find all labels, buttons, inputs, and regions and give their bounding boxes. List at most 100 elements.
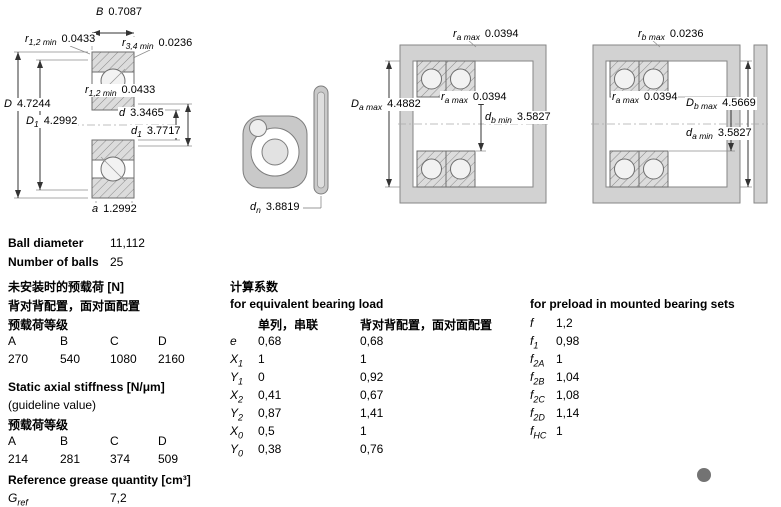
stiffness-value-D: 509	[158, 452, 179, 466]
dim-val: 0.7087	[108, 6, 142, 18]
preload-unmounted-title: 未安装时的预载荷 [N]	[8, 278, 226, 294]
factor-value: 1,2	[556, 316, 573, 330]
ball-diameter-row: Ball diameter 11,112	[8, 236, 226, 252]
calc-title: 计算系数	[230, 278, 520, 294]
section-title: 计算系数	[230, 280, 279, 294]
sym-sub: HC	[533, 430, 547, 441]
dim-sym: d	[686, 127, 693, 139]
dim-sub: 1,2 min	[88, 88, 117, 99]
preload-mounted-title: for preload in mounted bearing sets	[530, 297, 760, 313]
sym-sub: 1	[238, 376, 244, 387]
factor-symbol: fHC	[530, 424, 546, 440]
dim-sub: 3,4 min	[125, 41, 154, 52]
sym-sub: 1	[533, 340, 539, 351]
calc-factors-column: 计算系数 for equivalent bearing load 单列，串联 背…	[230, 228, 520, 502]
factor-value-1: 0,68	[258, 334, 282, 348]
dim-sym: r	[85, 84, 89, 96]
dim-sym: D	[26, 115, 34, 127]
dim-sub: a max	[456, 32, 480, 43]
section-subtitle: for equivalent bearing load	[230, 297, 384, 311]
ball-diameter-value: 11,112	[110, 236, 145, 250]
factor-symbol: Y1	[230, 370, 243, 386]
dim-val: 3.8819	[265, 201, 300, 213]
section-title: Static axial stiffness [N/μm]	[8, 380, 165, 394]
class-label: 预载荷等级	[8, 318, 69, 332]
sym-sub: 2B	[533, 376, 545, 387]
col-header-D: D	[158, 434, 167, 448]
dim-sub: a max	[444, 95, 468, 106]
sym: X	[230, 424, 239, 438]
preload-value-D: 2160	[158, 352, 185, 366]
factor-value-2: 1	[360, 424, 367, 438]
factor-value-1: 0	[258, 370, 265, 384]
sym: f	[530, 334, 534, 348]
dim-sym: r	[612, 91, 616, 103]
left-column: Ball diameter 11,112 Number of balls 25 …	[8, 228, 226, 507]
factor-symbol: X0	[230, 424, 243, 440]
factor-value-2: 0,67	[360, 388, 384, 402]
data-tables-area: Ball diameter 11,112 Number of balls 25 …	[0, 228, 781, 507]
stiffness-value-B: 281	[60, 452, 81, 466]
sym-sub: 0	[238, 448, 244, 459]
col-header-B: B	[60, 334, 69, 348]
dim-val: 0.0394	[484, 28, 519, 40]
class-label: 预载荷等级	[8, 418, 69, 432]
calc-row-X2: X2 0,41 0,67	[230, 388, 520, 404]
grease-title: Reference grease quantity [cm³]	[8, 473, 226, 489]
col-header-D: D	[158, 334, 167, 348]
mounting-drawing-face-to-face	[385, 39, 548, 204]
dim-sym: D	[351, 98, 359, 110]
grease-value: 7,2	[110, 491, 127, 505]
factor-value: 0,98	[556, 334, 580, 348]
dim-label-r12-min-mid: r1,2 min 0.0433	[84, 84, 157, 99]
preload-value-C: 1080	[110, 352, 137, 366]
sym: X	[230, 352, 239, 366]
preload-row-f2D: f2D 1,14	[530, 406, 760, 422]
dim-sub: b min	[491, 115, 512, 126]
grease-symbol: Gref	[8, 491, 28, 507]
calc-subtitle: for equivalent bearing load	[230, 297, 520, 313]
sym-sub: 2	[238, 394, 244, 405]
bearing-front-view-drawing	[242, 85, 329, 209]
stiffness-class-headers: A B C D	[8, 434, 226, 450]
preload-class-values: 270 540 1080 2160	[8, 352, 226, 368]
sym: f	[530, 352, 534, 366]
preload-value-A: 270	[8, 352, 29, 366]
factor-symbol: e	[230, 334, 237, 350]
dim-val: 0.0236	[669, 28, 704, 40]
dim-val: 4.7244	[16, 98, 51, 110]
sym: G	[8, 491, 18, 505]
dim-val: 0.0394	[643, 91, 678, 103]
preload-row-f2A: f2A 1	[530, 352, 760, 368]
dim-sym: r	[122, 37, 126, 49]
section-subtitle: (guideline value)	[8, 398, 97, 412]
factor-value: 1	[556, 424, 563, 438]
factor-value: 1,14	[556, 406, 580, 420]
dim-val: 0.0236	[158, 37, 193, 49]
dim-sub: a max	[615, 95, 639, 106]
dim-sym: r	[441, 91, 445, 103]
preload-unmounted-subtitle: 背对背配置，面对面配置	[8, 297, 226, 313]
section-title: Reference grease quantity [cm³]	[8, 473, 191, 487]
sym: e	[230, 334, 237, 348]
factor-value-1: 1	[258, 352, 265, 366]
sym: f	[530, 424, 534, 438]
dim-sub: a min	[692, 131, 713, 142]
col-header-C: C	[110, 334, 119, 348]
stiffness-class-label: 预载荷等级	[8, 416, 226, 432]
dim-label-ra-max-mid-right: ra max 0.0394	[611, 91, 679, 106]
sym: Y	[230, 442, 239, 456]
dim-sym: d	[119, 107, 126, 119]
dim-sub: b max	[693, 101, 718, 112]
dim-sym: a	[92, 203, 99, 215]
factor-value-1: 0,5	[258, 424, 275, 438]
dim-val: 0.0433	[121, 84, 156, 96]
sym: f	[530, 388, 534, 402]
dim-sym: d	[131, 125, 138, 137]
